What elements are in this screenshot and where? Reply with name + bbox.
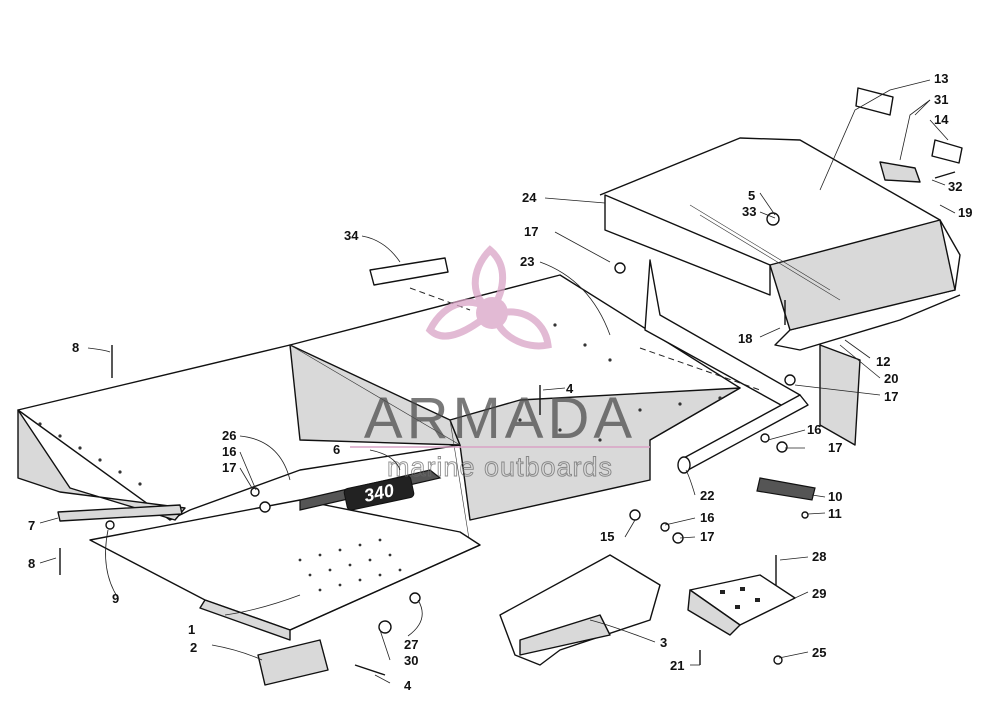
callout-17: 17	[222, 460, 236, 475]
callout-17: 17	[524, 224, 538, 239]
callout-15: 15	[600, 529, 614, 544]
callout-2: 2	[190, 640, 197, 655]
callout-24: 24	[522, 190, 537, 205]
armada-watermark: ARMADA marine outboards	[350, 245, 650, 482]
callout-16: 16	[807, 422, 821, 437]
callout-8: 8	[28, 556, 35, 571]
bracket-31	[879, 161, 921, 183]
callout-18: 18	[738, 331, 752, 346]
strip-7	[57, 504, 183, 522]
callout-32: 32	[948, 179, 962, 194]
tunnel-right-panel	[449, 387, 741, 521]
bracket	[499, 554, 661, 666]
callout-16: 16	[700, 510, 714, 525]
callout-27: 27	[404, 637, 418, 652]
callout-3: 3	[660, 635, 667, 650]
callout-10: 10	[828, 489, 842, 504]
callout-12: 12	[876, 354, 890, 369]
callout-23: 23	[520, 254, 534, 269]
callout-26: 26	[222, 428, 236, 443]
leader-lines	[39, 79, 956, 684]
footrest-edge	[199, 599, 291, 641]
callout-28: 28	[812, 549, 826, 564]
callout-17: 17	[828, 440, 842, 455]
callout-20: 20	[884, 371, 898, 386]
callout-8: 8	[72, 340, 79, 355]
step-plate	[687, 574, 796, 636]
decal-34	[369, 257, 449, 286]
plate-2	[257, 639, 329, 686]
watermark-tagline: marine outboards	[387, 452, 613, 482]
callout-9: 9	[112, 591, 119, 606]
propeller-logo	[425, 245, 552, 350]
callout-4: 4	[404, 678, 412, 693]
callout-29: 29	[812, 586, 826, 601]
callout-17: 17	[884, 389, 898, 404]
callout-22: 22	[700, 488, 714, 503]
callout-14: 14	[934, 112, 949, 127]
callout-4: 4	[566, 381, 574, 396]
callout-1: 1	[188, 622, 195, 637]
side-panel-emblem: 340	[299, 469, 442, 511]
tunnel-assembly	[17, 274, 741, 546]
rear-bumper	[599, 137, 961, 446]
callout-5: 5	[748, 188, 755, 203]
callout-19: 19	[958, 205, 972, 220]
callout-16: 16	[222, 444, 236, 459]
decal-13	[855, 87, 894, 116]
callout-6: 6	[333, 442, 340, 457]
callout-34: 34	[344, 228, 359, 243]
footrest-plate	[89, 499, 481, 631]
decal-14	[931, 139, 963, 164]
callout-33: 33	[742, 204, 756, 219]
axle-tube	[677, 394, 809, 474]
fasteners	[59, 171, 956, 676]
watermark-brand: ARMADA	[364, 386, 636, 451]
callout-labels: 1 2 3 4 4 5 6 7 8 8 9 10 11 12 13 14 15 …	[28, 71, 972, 693]
callout-25: 25	[812, 645, 826, 660]
callout-17: 17	[700, 529, 714, 544]
callout-13: 13	[934, 71, 948, 86]
callout-21: 21	[670, 658, 684, 673]
reflector-10	[756, 477, 816, 501]
callout-11: 11	[828, 506, 842, 521]
callout-31: 31	[934, 92, 948, 107]
callout-7: 7	[28, 518, 35, 533]
callout-30: 30	[404, 653, 418, 668]
